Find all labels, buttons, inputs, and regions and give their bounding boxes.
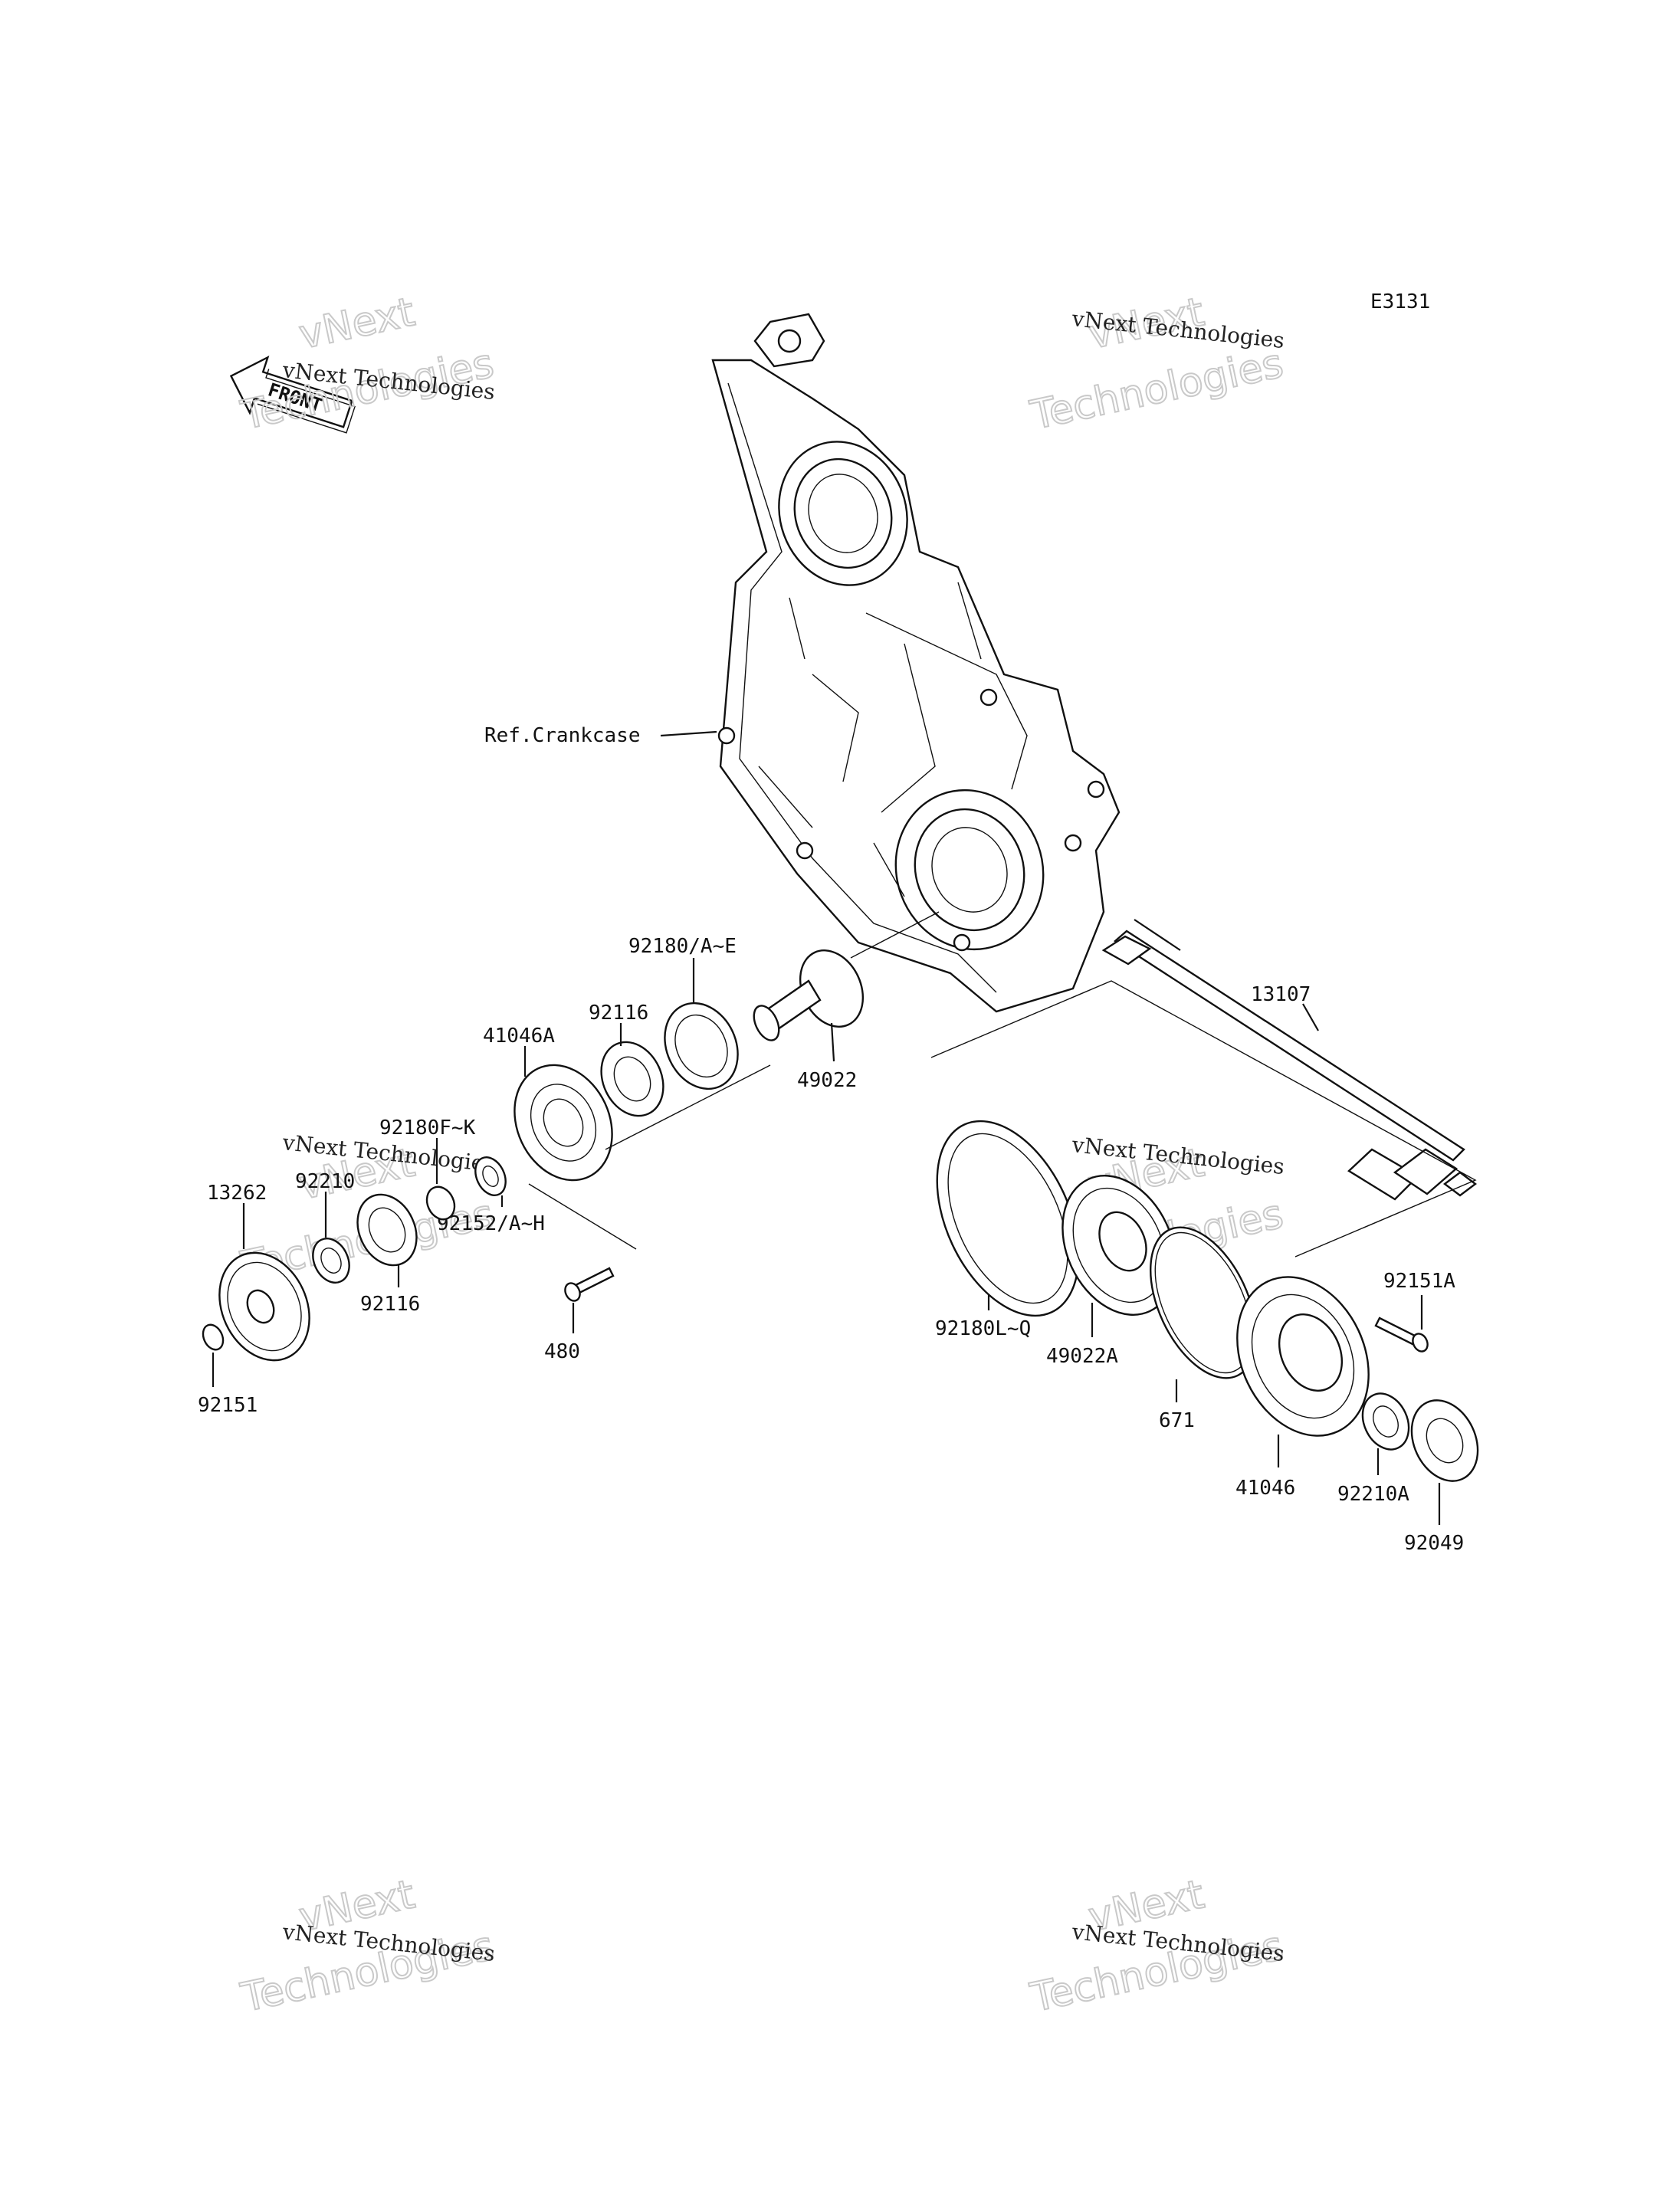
part-92210-seal [312, 1238, 350, 1284]
leader-13107-a [1134, 919, 1181, 951]
part-label-92152AH: 92152/A~H [437, 1212, 545, 1235]
part-92116-bearing-upper [600, 1041, 664, 1117]
part-label-92151A: 92151A [1383, 1270, 1455, 1293]
part-92180FK-shim [425, 1185, 456, 1221]
ref-crankcase-label: Ref.Crankcase [484, 724, 641, 747]
part-label-13107: 13107 [1251, 983, 1311, 1006]
leader-13107-b [1302, 1003, 1319, 1031]
watermark-top-left: vNext Technologies vNext Technologies [236, 288, 498, 439]
part-label-480: 92151 [198, 1394, 258, 1417]
part-92180AE-gasket [664, 1002, 739, 1090]
part-92049-seal [1410, 1399, 1479, 1482]
part-label-92180FK: 92180F~K [379, 1117, 476, 1139]
bracket-rear [930, 980, 1477, 1258]
part-41046A-housing [514, 1064, 613, 1182]
part-label-49022A: 49022A [1046, 1345, 1118, 1368]
part-92116-bearing-lower [356, 1193, 418, 1267]
watermark-bottom-left: vNext Technologies vNext Technologies [236, 1871, 498, 2022]
part-13107-shaft [1101, 930, 1477, 1201]
part-label-92210A: 92210A [1337, 1483, 1409, 1506]
part-480-circlip [202, 1323, 225, 1351]
part-92151-bolt [564, 1267, 615, 1302]
part-92180LQ-gasket [936, 1120, 1080, 1317]
leader-49022 [830, 1022, 835, 1062]
part-label-92049: 92049 [1404, 1532, 1464, 1555]
watermark-top-right: vNext Technologies vNext Technologies [1025, 288, 1288, 439]
part-92151A-bolt [1374, 1317, 1429, 1353]
part-label-671: 671 [1159, 1409, 1195, 1432]
watermark-big-2: Technologies [1026, 341, 1287, 439]
crankcase-drawing [711, 313, 1121, 1013]
watermark-big-1: vNext [295, 289, 418, 358]
part-label-92210: 92210 [295, 1170, 355, 1193]
part-41046-housing [1236, 1276, 1370, 1437]
part-label-92116b: 92116 [360, 1293, 420, 1316]
part-label-92151: 480 [544, 1340, 580, 1363]
part-label-41046A: 41046A [483, 1025, 555, 1048]
part-label-92180LQ: 92180L~Q [935, 1317, 1031, 1340]
part-13262-gear [218, 1251, 310, 1362]
assembly-axis-front [605, 1064, 771, 1150]
part-label-92180AE: 92180/A~E [628, 935, 737, 958]
part-label-13262: 13262 [207, 1182, 267, 1205]
part-92210A-seal [1361, 1392, 1410, 1451]
part-label-49022: 49022 [797, 1069, 857, 1092]
part-92152AH-collar [474, 1156, 507, 1196]
part-49022A-gear [1061, 1175, 1176, 1316]
part-label-41046: 41046 [1235, 1477, 1295, 1500]
diagram-code: E3131 [1370, 290, 1430, 313]
assembly-axis-crankcase [850, 911, 940, 959]
bracket-bolt [528, 1183, 637, 1250]
watermark-bottom-right: vNext Technologies vNext Technologies [1025, 1871, 1288, 2022]
part-49022-gear [753, 949, 865, 1041]
part-label-92116a: 92116 [589, 1002, 648, 1025]
leader-ref-crankcase [660, 730, 717, 737]
part-671-oring [1150, 1226, 1257, 1379]
